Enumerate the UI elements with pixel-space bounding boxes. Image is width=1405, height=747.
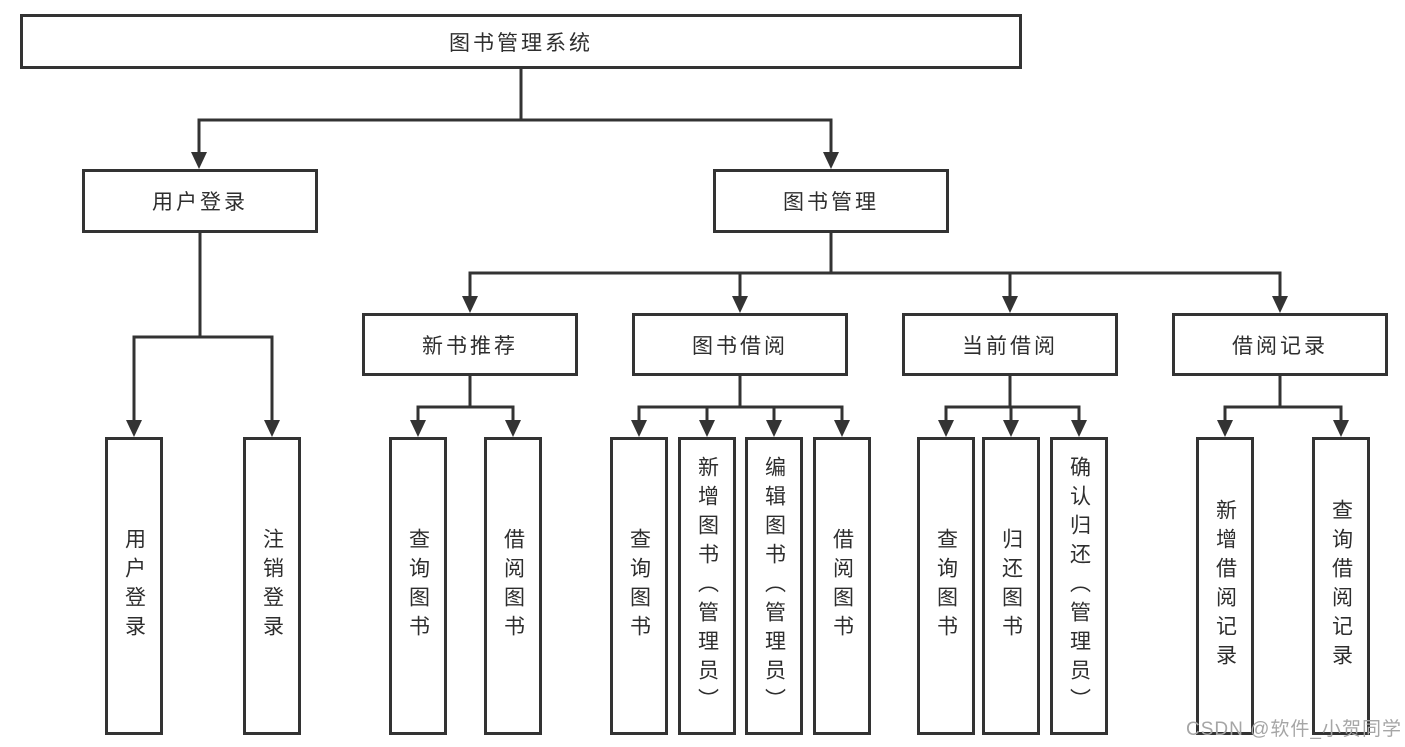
leaf-add-book-admin: 新增图书（管理员）	[678, 437, 736, 735]
node-new-book-recommend: 新书推荐	[362, 313, 578, 376]
leaf-confirm-return-admin: 确认归还（管理员）	[1050, 437, 1108, 735]
leaf-user-login: 用户登录	[105, 437, 163, 735]
csdn-watermark: CSDN @软件_小贺同学	[1186, 719, 1402, 740]
leaf-logout: 注销登录	[243, 437, 301, 735]
connector-strokes	[132, 67, 1343, 422]
leaf-query-books-recommend: 查询图书	[389, 437, 447, 735]
arrowheads	[126, 152, 1349, 437]
leaf-edit-book-admin: 编辑图书（管理员）	[745, 437, 803, 735]
node-book-borrowing: 图书借阅	[632, 313, 848, 376]
node-library-management-system: 图书管理系统	[20, 14, 1022, 69]
leaf-add-borrow-record: 新增借阅记录	[1196, 437, 1254, 735]
leaf-borrow-books-borrowing: 借阅图书	[813, 437, 871, 735]
node-user-login: 用户登录	[82, 169, 318, 233]
leaf-borrow-books-recommend: 借阅图书	[484, 437, 542, 735]
leaf-query-books-current: 查询图书	[917, 437, 975, 735]
node-current-borrowing: 当前借阅	[902, 313, 1118, 376]
leaf-return-books: 归还图书	[982, 437, 1040, 735]
leaf-query-books-borrowing: 查询图书	[610, 437, 668, 735]
leaf-query-borrow-record: 查询借阅记录	[1312, 437, 1370, 735]
node-book-management: 图书管理	[713, 169, 949, 233]
node-borrowing-records: 借阅记录	[1172, 313, 1388, 376]
